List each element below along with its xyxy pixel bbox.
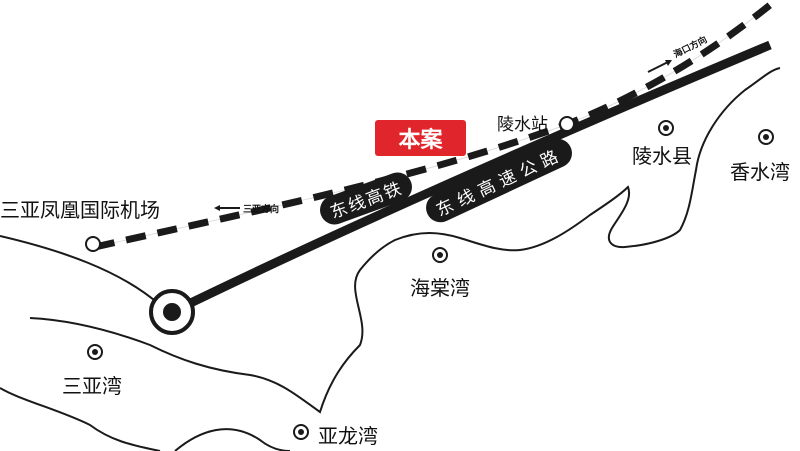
airport-label: 三亚凤凰国际机场 (0, 198, 160, 222)
railway-line (94, 2, 773, 251)
location-dot-icon (87, 120, 774, 440)
highway-line (170, 40, 772, 317)
coastline (0, 67, 781, 451)
haitang-bay-label: 海棠湾 (410, 276, 470, 300)
arrow-left-icon (214, 205, 240, 211)
project-marker: 本案 (375, 120, 466, 156)
highway-junction-icon (149, 289, 195, 335)
arrow-right-icon (647, 60, 672, 73)
lingshui-county-label: 陵水县 (632, 144, 692, 168)
sanya-bay-label: 三亚湾 (62, 374, 122, 398)
lingshui-station-label: 陵水站 (497, 115, 548, 135)
train-station-icon (85, 116, 575, 252)
yalong-bay-label: 亚龙湾 (318, 424, 378, 448)
xiangshui-bay-label: 香水湾 (730, 160, 790, 184)
sanya-direction-label: 三亚方向 (243, 205, 280, 215)
